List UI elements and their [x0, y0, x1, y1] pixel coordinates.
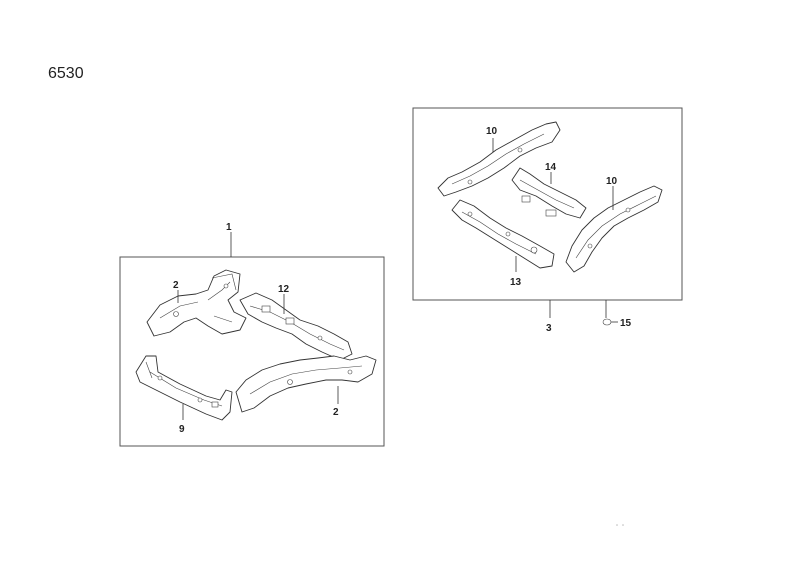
callout-3[interactable]: 3 — [546, 323, 552, 334]
callout-9[interactable]: 9 — [179, 424, 185, 435]
callout-10-right[interactable]: 10 — [606, 176, 618, 187]
callout-12[interactable]: 12 — [278, 284, 290, 295]
callout-2-upper[interactable]: 2 — [173, 280, 179, 291]
part-rear-rail-right[interactable] — [565, 185, 663, 273]
faint-marks — [616, 524, 624, 526]
group-assembly-1: 1 2 12 9 — [119, 222, 385, 447]
callout-1[interactable]: 1 — [226, 222, 232, 233]
part-crossmember-9[interactable] — [135, 355, 233, 421]
assembly-1-box — [119, 256, 385, 447]
part-nut-15[interactable] — [602, 300, 618, 326]
callout-2-lower[interactable]: 2 — [333, 407, 339, 418]
callout-13[interactable]: 13 — [510, 277, 522, 288]
callout-14[interactable]: 14 — [545, 162, 557, 173]
part-front-rail-right[interactable] — [235, 355, 377, 413]
group-assembly-3: 3 10 14 13 — [412, 107, 683, 334]
part-crossmember-14[interactable] — [511, 167, 587, 219]
part-bracket-13[interactable] — [451, 199, 555, 269]
callout-10-left[interactable]: 10 — [486, 126, 498, 137]
assembly-3-box — [412, 107, 683, 301]
part-panel-12[interactable] — [239, 292, 353, 361]
part-rear-rail-left[interactable] — [437, 121, 561, 197]
page-code: 6530 — [48, 65, 84, 82]
callout-15[interactable]: 15 — [620, 318, 632, 329]
part-front-rail-left[interactable] — [146, 269, 247, 337]
